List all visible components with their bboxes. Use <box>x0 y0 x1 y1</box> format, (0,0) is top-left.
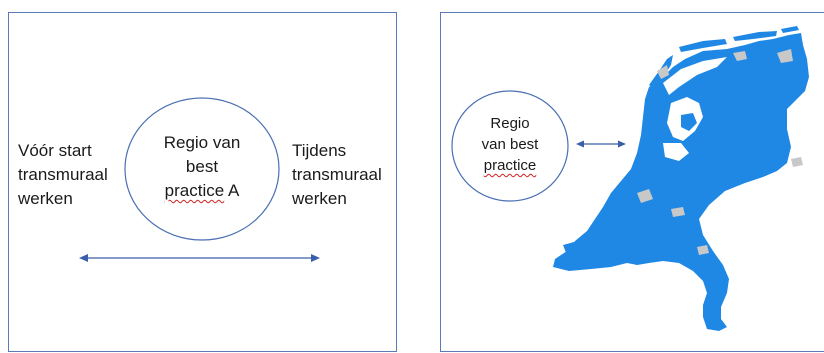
small-arrow-head-left <box>576 140 584 148</box>
before-start-line-3: werken <box>18 189 73 208</box>
region-circle <box>124 97 280 241</box>
during-label: Tijdens transmuraal werken <box>292 139 382 211</box>
circle-a-line-1: Regio van <box>163 133 241 152</box>
netherlands-map <box>553 26 809 331</box>
wadden-sea <box>663 57 727 95</box>
lake-west <box>637 189 653 203</box>
lake-north-1 <box>657 65 669 79</box>
small-double-arrow <box>576 140 626 148</box>
lake-north-3 <box>777 49 793 63</box>
left-panel-graphics <box>79 97 320 262</box>
zeeland-island-2 <box>555 255 585 265</box>
region-circle-small <box>451 90 569 202</box>
before-start-line-1: Vóór start <box>18 141 92 160</box>
arrow-head-right <box>311 254 320 262</box>
during-line-3: werken <box>292 189 347 208</box>
before-start-label: Vóór start transmuraal werken <box>18 139 108 211</box>
markermeer <box>663 143 689 161</box>
zeeland-island-1 <box>563 239 593 255</box>
left-panel: Vóór start transmuraal werken Regio van … <box>8 12 397 352</box>
arrow-head-left <box>79 254 88 262</box>
circle-a-line-3: practice A <box>142 179 262 203</box>
right-panel: Regio van best practice <box>440 12 824 352</box>
small-arrow-head-right <box>618 140 626 148</box>
circle-region-line-3: practice <box>455 155 565 176</box>
circle-a-letter: A <box>227 181 240 200</box>
lake-north-2 <box>733 51 747 61</box>
lake-south <box>697 245 709 255</box>
during-line-1: Tijdens <box>292 141 347 160</box>
circle-region-line-1: Regio <box>490 115 530 132</box>
flevoland-polder <box>681 113 697 131</box>
double-arrow <box>79 254 320 262</box>
circle-a-practice-word: practice <box>164 181 225 200</box>
circle-label-a: Regio van best practice A <box>142 131 262 203</box>
circle-a-line-2: best <box>185 157 219 176</box>
circle-region-practice-word: practice <box>483 157 537 174</box>
mainland <box>553 33 809 331</box>
during-line-2: transmuraal <box>292 165 382 184</box>
right-panel-graphics <box>451 26 809 331</box>
wadden-island-2 <box>679 39 727 52</box>
lake-center <box>671 207 685 217</box>
before-start-line-2: transmuraal <box>18 165 108 184</box>
circle-label-region: Regio van best practice <box>455 113 565 176</box>
lake-east <box>791 157 803 167</box>
circle-region-line-2: van best <box>481 136 539 153</box>
wadden-island-3 <box>733 31 777 41</box>
wadden-island-4 <box>781 26 799 33</box>
